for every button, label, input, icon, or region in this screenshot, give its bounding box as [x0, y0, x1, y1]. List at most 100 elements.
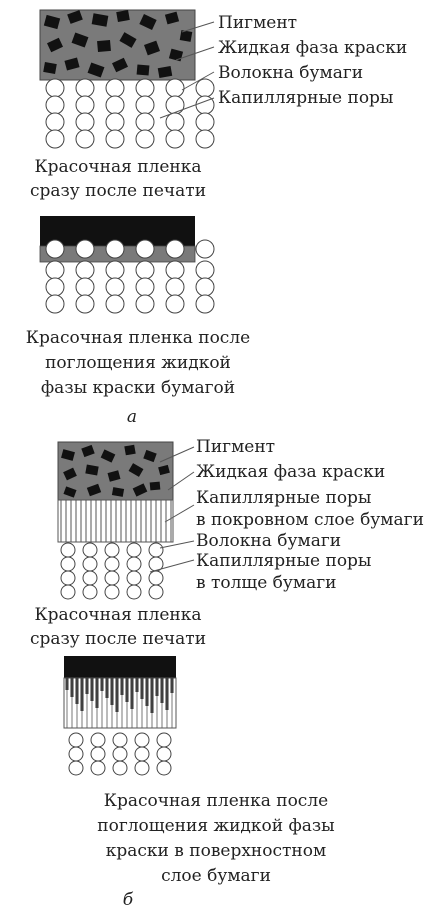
caption-a-top-line2: сразу после печати [30, 181, 206, 201]
pigment-particle [143, 449, 157, 463]
paper-fiber [45, 78, 65, 98]
paper-fiber [68, 760, 84, 776]
paper-fiber [165, 129, 185, 149]
paper-fiber [68, 732, 84, 748]
paper-fiber [195, 78, 215, 98]
label-liquid-phase-a: Жидкая фаза краски [218, 38, 407, 58]
paper-fiber [45, 239, 65, 259]
paper-fiber [195, 260, 215, 280]
paper-fiber [126, 584, 142, 600]
paper-fiber [75, 294, 95, 314]
paper-fiber [195, 112, 215, 132]
paper-fiber [82, 570, 98, 586]
pigment-particle [87, 62, 105, 78]
panel-letter-b: б [123, 890, 134, 910]
paper-fiber [104, 542, 120, 558]
paper-fiber [60, 584, 76, 600]
paper-fiber [165, 277, 185, 297]
paper-fiber [75, 277, 95, 297]
paper-fiber [75, 260, 95, 280]
pigment-particle [63, 467, 77, 481]
paper-fiber [148, 570, 164, 586]
paper-fiber [105, 78, 125, 98]
paper-fiber [60, 570, 76, 586]
paper-fiber [105, 294, 125, 314]
pigment-particle [128, 463, 144, 477]
paper-fiber [148, 542, 164, 558]
caption-a-bottom-line2: поглощения жидкой [45, 353, 231, 373]
pigment-particle [43, 62, 57, 74]
pigment-particle [149, 481, 161, 491]
leader-line [159, 540, 195, 549]
paper-fiber [134, 746, 150, 762]
label-coating-pores-b-line2: в покровном слое бумаги [196, 510, 424, 530]
pigment-particle [91, 13, 109, 27]
paper-fiber [90, 760, 106, 776]
pigment-particle [157, 65, 173, 79]
caption-a-bottom-line1: Красочная пленка после [26, 328, 250, 348]
label-bulk-pores-b-line1: Капиллярные поры [196, 551, 371, 571]
paper-fiber [60, 556, 76, 572]
paper-fiber [104, 584, 120, 600]
pigment-particle [63, 486, 77, 498]
paper-fiber [165, 239, 185, 259]
paper-fiber [135, 239, 155, 259]
pigment-particle [158, 464, 170, 476]
pigment-particle [100, 449, 116, 463]
pigment-particle [111, 487, 125, 497]
leader-line [149, 559, 195, 573]
label-capillary-pores-a: Капиллярные поры [218, 88, 393, 108]
paper-fiber [112, 732, 128, 748]
paper-fiber [105, 277, 125, 297]
paper-fiber [135, 95, 155, 115]
paper-fiber [75, 239, 95, 259]
paper-fiber [195, 239, 215, 259]
paper-fiber [156, 732, 172, 748]
paper-fiber [126, 556, 142, 572]
panel-letter-a: а [127, 407, 137, 427]
pigment-particle [107, 470, 121, 482]
paper-fiber [165, 112, 185, 132]
caption-b-top-line2: сразу после печати [30, 629, 206, 649]
caption-b-top-line1: Красочная пленка [34, 605, 201, 625]
paper-fiber [104, 570, 120, 586]
panel-b-coating-capillaries [60, 500, 172, 542]
pigment-particle [43, 14, 61, 30]
caption-b-bottom-line1: Красочная пленка после [104, 791, 328, 811]
pigment-particle [119, 32, 137, 48]
panel-a-before: Пигмент Жидкая фаза краски Волокна бумаг… [30, 9, 407, 201]
pigment-particle [67, 10, 83, 24]
paper-fiber [135, 78, 155, 98]
caption-b-bottom-line3: краски в поверхностном [106, 841, 326, 861]
paper-fiber [60, 542, 76, 558]
pigment-particle [116, 10, 130, 22]
panel-a-after: Красочная пленка после поглощения жидкой… [26, 216, 250, 427]
paper-fiber [45, 294, 65, 314]
paper-fiber [126, 570, 142, 586]
pigment-particle [136, 64, 150, 76]
panel-a-paper-fibers [45, 78, 215, 149]
paper-fiber [105, 112, 125, 132]
label-pigment-b: Пигмент [196, 437, 275, 457]
leader-line [167, 471, 195, 491]
paper-fiber [45, 260, 65, 280]
pigment-particle [86, 483, 102, 497]
paper-fiber [75, 95, 95, 115]
leader-line [164, 504, 195, 523]
paper-fiber [135, 129, 155, 149]
paper-fiber [195, 129, 215, 149]
caption-a-top-line1: Красочная пленка [34, 157, 201, 177]
caption-b-bottom-line4: слое бумаги [161, 866, 271, 886]
paper-fiber [45, 129, 65, 149]
paper-fiber [45, 112, 65, 132]
pigment-particle [111, 57, 129, 73]
pigment-particle [61, 449, 75, 461]
paper-fiber [165, 78, 185, 98]
caption-b-bottom-line2: поглощения жидкой фазы [97, 816, 334, 836]
paper-fiber [105, 95, 125, 115]
pigment-particle [64, 57, 80, 71]
paper-fiber [135, 294, 155, 314]
pigment-particle [46, 37, 64, 53]
paper-fiber [45, 277, 65, 297]
